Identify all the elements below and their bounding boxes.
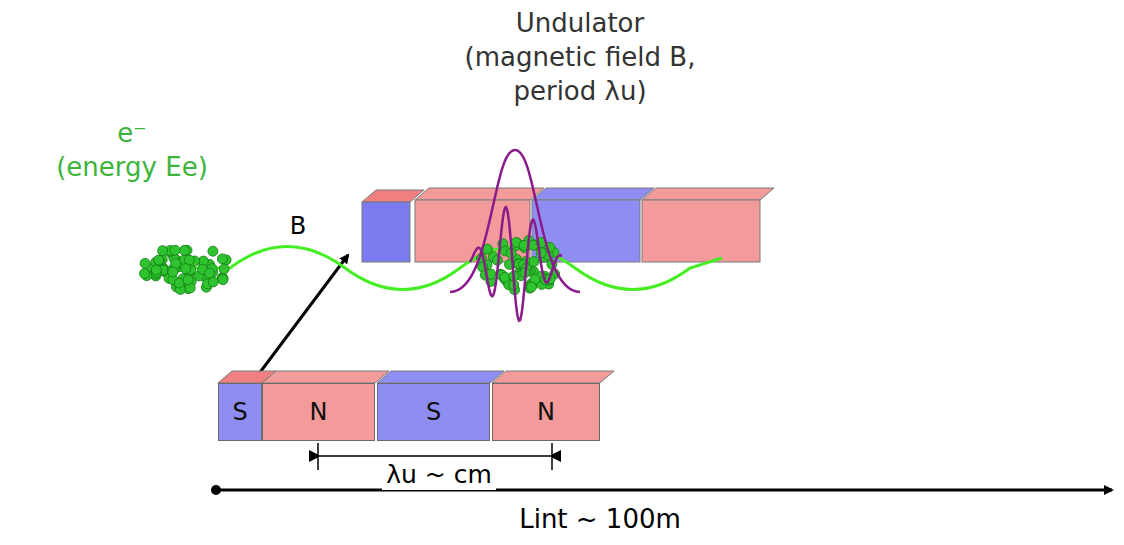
- radiation-wave: [470, 207, 562, 320]
- radiation-envelope: [450, 150, 580, 292]
- upper-magnet-row: [362, 188, 774, 262]
- length-label: Lint ~ 100m: [519, 504, 681, 535]
- field-label: B: [290, 212, 306, 241]
- title-label: (magnetic field B,: [465, 42, 696, 73]
- magnet-block: N: [262, 383, 375, 441]
- title-label: Undulator: [516, 8, 644, 39]
- pole-label: S: [426, 398, 441, 426]
- pole-label: S: [232, 398, 247, 426]
- electron-label: (energy Ee): [56, 152, 208, 183]
- length-arrow: [216, 489, 1112, 492]
- magnet-block: S: [377, 383, 490, 441]
- pole-label: N: [537, 398, 555, 426]
- pole-label: N: [310, 398, 328, 426]
- field-arrow: [258, 255, 348, 375]
- magnet-block: N: [492, 383, 600, 441]
- electron-label: e⁻: [117, 118, 147, 149]
- lower-magnet-tops: [218, 371, 614, 383]
- magnet-block: S: [218, 383, 262, 441]
- electron-trajectory: [150, 247, 722, 290]
- title-label: period λu): [513, 76, 646, 107]
- dimension-label: λu ~ cm: [382, 460, 496, 490]
